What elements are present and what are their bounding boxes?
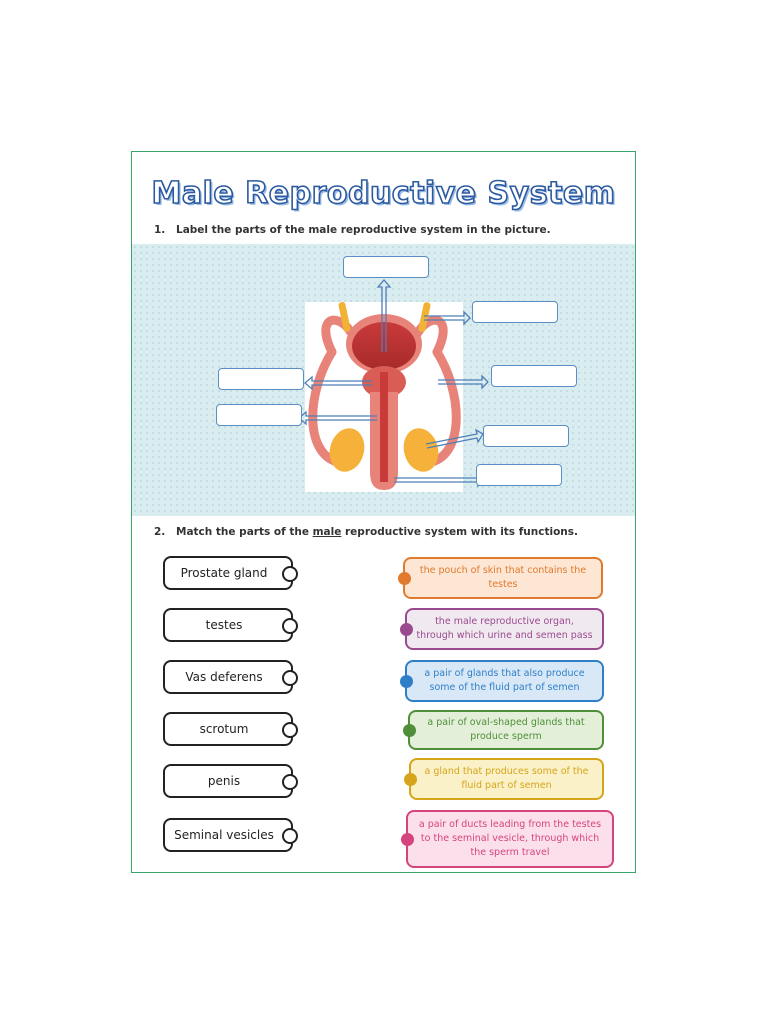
match-dot[interactable] bbox=[401, 832, 414, 846]
question-1: 1.Label the parts of the male reproducti… bbox=[154, 224, 551, 236]
arrow-left-1 bbox=[304, 375, 372, 391]
arrow-right-1 bbox=[424, 310, 471, 326]
function-scrotum-definition[interactable]: the pouch of skin that contains the test… bbox=[398, 557, 603, 599]
term-seminal-vesicles[interactable]: Seminal vesicles bbox=[163, 818, 298, 852]
function-prostate-definition[interactable]: a gland that produces some of the fluid … bbox=[404, 758, 604, 800]
arrow-top bbox=[376, 279, 392, 352]
match-dot[interactable] bbox=[404, 772, 417, 786]
term-vas-deferens[interactable]: Vas deferens bbox=[163, 660, 298, 694]
arrow-right-2 bbox=[438, 374, 489, 390]
label-blank-right-1[interactable] bbox=[472, 301, 558, 323]
right-seminal-vesicle bbox=[418, 302, 431, 332]
match-dot[interactable] bbox=[282, 828, 298, 844]
left-vas-deferens bbox=[308, 347, 342, 467]
label-blank-left-1[interactable] bbox=[218, 368, 304, 390]
function-testes-definition[interactable]: a pair of oval-shaped glands that produc… bbox=[403, 710, 604, 750]
function-seminal-vesicles-definition[interactable]: a pair of glands that also produce some … bbox=[400, 660, 604, 702]
diagram-drawing bbox=[298, 279, 489, 490]
right-vas-deferens bbox=[427, 347, 461, 467]
question-2: 2.Match the parts of the male reproducti… bbox=[154, 526, 579, 538]
worksheet-title: Male Reproductive System bbox=[151, 175, 616, 212]
right-testis bbox=[403, 428, 439, 472]
arrow-right-4 bbox=[394, 472, 485, 488]
label-blank-top[interactable] bbox=[343, 256, 429, 278]
label-blank-right-2[interactable] bbox=[491, 365, 577, 387]
urethra bbox=[380, 372, 388, 482]
match-dot[interactable] bbox=[403, 723, 416, 737]
match-dot[interactable] bbox=[282, 618, 298, 634]
bladder bbox=[352, 322, 416, 370]
term-testes[interactable]: testes bbox=[163, 608, 298, 642]
function-vas-deferens-definition[interactable]: a pair of ducts leading from the testes … bbox=[401, 810, 614, 868]
match-dot[interactable] bbox=[398, 571, 411, 585]
left-seminal-vesicle bbox=[338, 302, 351, 332]
label-blank-right-3[interactable] bbox=[483, 425, 569, 447]
question-1-text: Label the parts of the male reproductive… bbox=[176, 224, 551, 236]
match-dot[interactable] bbox=[400, 674, 413, 688]
match-dot[interactable] bbox=[400, 622, 413, 636]
match-dot[interactable] bbox=[282, 566, 298, 582]
match-dot[interactable] bbox=[282, 774, 298, 790]
label-blank-right-4[interactable] bbox=[476, 464, 562, 486]
term-prostate-gland[interactable]: Prostate gland bbox=[163, 556, 298, 590]
match-dot[interactable] bbox=[282, 722, 298, 738]
function-penis-definition[interactable]: the male reproductive organ, through whi… bbox=[400, 608, 604, 650]
worksheet: Male Reproductive System 1.Label the par… bbox=[131, 151, 636, 873]
left-testis bbox=[329, 428, 365, 472]
term-scrotum[interactable]: scrotum bbox=[163, 712, 298, 746]
label-blank-left-2[interactable] bbox=[216, 404, 302, 426]
underlined-word: male bbox=[312, 526, 342, 538]
term-penis[interactable]: penis bbox=[163, 764, 298, 798]
match-dot[interactable] bbox=[282, 670, 298, 686]
